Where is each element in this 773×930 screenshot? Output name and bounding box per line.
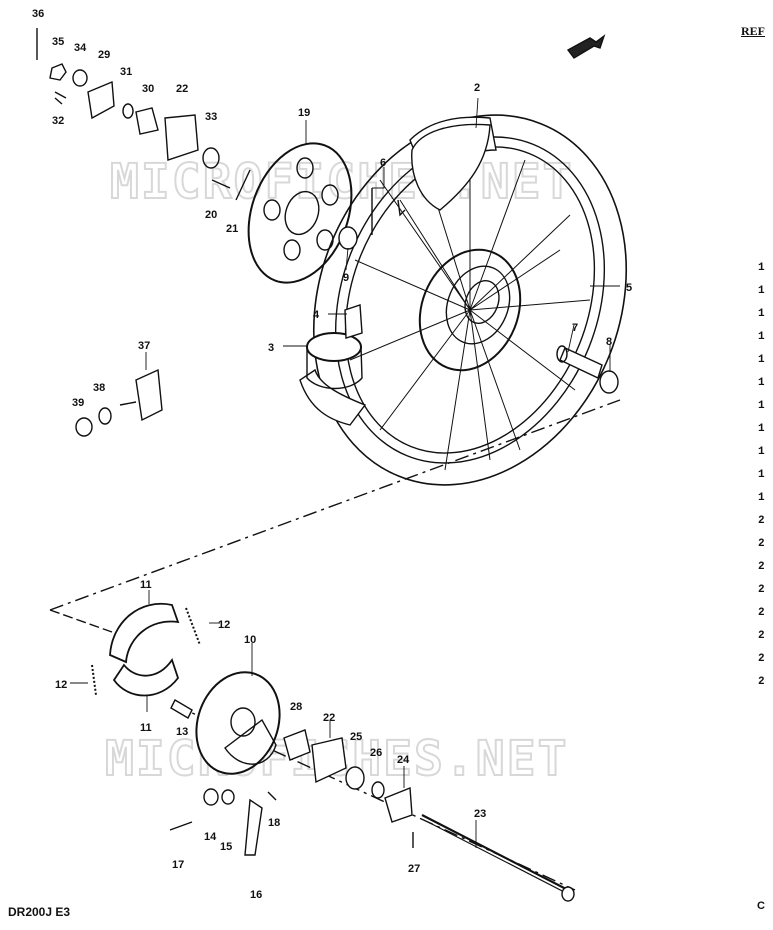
callout-15: 15 (220, 841, 232, 853)
callout-32: 32 (52, 115, 64, 127)
edge-mark: 1 (758, 285, 765, 297)
callout-22-top: 22 (176, 83, 188, 95)
callout-26: 26 (370, 747, 382, 759)
cam-part (170, 699, 193, 719)
callout-28: 28 (290, 701, 302, 713)
callout-11-top: 11 (140, 579, 152, 591)
edge-mark: 2 (758, 653, 765, 665)
edge-mark: 2 (758, 676, 765, 688)
callout-14: 14 (204, 831, 217, 843)
edge-mark: 1 (758, 400, 765, 412)
callout-16: 16 (250, 889, 262, 901)
callout-34: 34 (74, 42, 87, 54)
callout-4: 4 (313, 309, 320, 321)
brake-panel-part (195, 671, 281, 775)
chain-adjuster-parts-left (75, 368, 163, 437)
edge-mark: 1 (758, 492, 765, 504)
callout-20: 20 (205, 209, 217, 221)
callout-9: 9 (343, 272, 349, 284)
edge-mark: 1 (758, 446, 765, 458)
collar-part (556, 345, 619, 394)
brake-arm-parts (169, 788, 277, 856)
callout-3: 3 (268, 342, 274, 354)
callout-24: 24 (397, 754, 410, 766)
watermark-top: MICROFICHES.NET (110, 154, 573, 210)
sprocket-part (247, 142, 353, 284)
callout-35: 35 (52, 36, 64, 48)
edge-mark: 2 (758, 607, 765, 619)
valve-part (371, 188, 406, 235)
edge-mark: 2 (758, 515, 765, 527)
callout-22-bottom: 22 (323, 712, 335, 724)
edge-mark: 2 (758, 561, 765, 573)
edge-mark: 1 (758, 331, 765, 343)
callout-5: 5 (626, 282, 632, 294)
callout-27: 27 (408, 863, 420, 875)
callout-37: 37 (138, 340, 150, 352)
callout-36: 36 (32, 8, 44, 20)
callout-8: 8 (606, 336, 612, 348)
tire-part (411, 123, 491, 211)
callout-12-right: 12 (218, 619, 230, 631)
edge-mark: 1 (758, 262, 765, 274)
callout-11-bottom: 11 (140, 722, 152, 734)
callout-13: 13 (176, 726, 188, 738)
callout-19: 19 (298, 107, 310, 119)
edge-mark: 2 (758, 538, 765, 550)
model-code-label: DR200J E3 (8, 905, 71, 919)
rim-band-part (306, 304, 363, 390)
spring-part-left (91, 664, 97, 696)
leader-lines (70, 97, 620, 848)
edge-mark: 1 (758, 354, 765, 366)
callout-17: 17 (172, 859, 184, 871)
callout-2: 2 (474, 82, 480, 94)
direction-arrow-icon (566, 34, 606, 59)
callout-18: 18 (268, 817, 280, 829)
axis-line-upper (49, 399, 621, 611)
callout-6: 6 (380, 157, 386, 169)
callout-29: 29 (98, 49, 110, 61)
callout-12-left: 12 (55, 679, 67, 691)
callout-25: 25 (350, 731, 362, 743)
sprocket-nut-part (338, 226, 358, 250)
callout-labels: 36 35 34 29 31 30 22 33 32 19 20 21 2 6 … (32, 8, 632, 901)
axis-line-left (49, 609, 113, 633)
edge-mark: 1 (758, 308, 765, 320)
callout-7: 7 (572, 322, 578, 334)
axle-part (412, 814, 575, 902)
edge-mark: 1 (758, 469, 765, 481)
page-mark: C (757, 900, 765, 912)
edge-mark: 2 (758, 630, 765, 642)
brake-shoe-part (109, 602, 180, 697)
callout-33: 33 (205, 111, 217, 123)
callout-21: 21 (226, 223, 238, 235)
left-axle-spacers (283, 729, 413, 823)
callout-10: 10 (244, 634, 256, 646)
edge-mark: 2 (758, 584, 765, 596)
callout-30: 30 (142, 83, 154, 95)
edge-mark: 1 (758, 377, 765, 389)
chain-adjuster-parts-top (36, 28, 251, 201)
spring-part (185, 607, 201, 646)
ref-label: REF (741, 24, 765, 38)
callout-38: 38 (93, 382, 105, 394)
callout-39: 39 (72, 397, 84, 409)
callout-23: 23 (474, 808, 486, 820)
edge-mark: 1 (758, 423, 765, 435)
callout-31: 31 (120, 66, 132, 78)
